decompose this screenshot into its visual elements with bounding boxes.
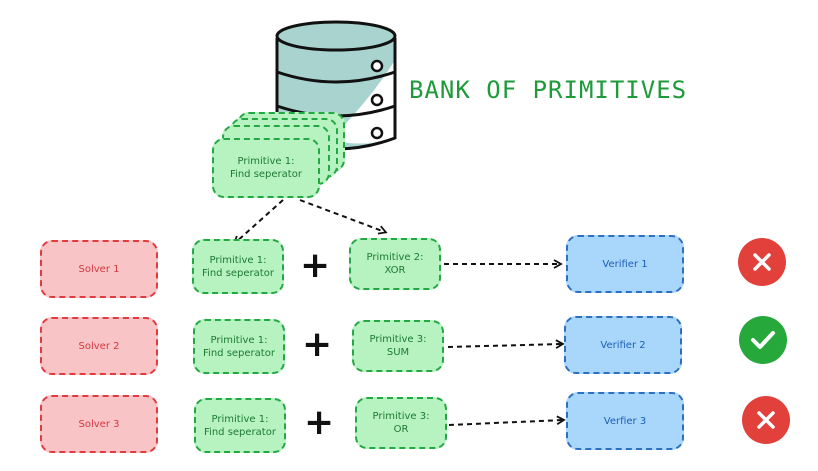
row-1-primitive-a: Primitive 1: Find seperator — [192, 239, 284, 294]
x-icon — [753, 253, 771, 271]
row-3-primitive-a: Primitive 1: Find seperator — [194, 398, 286, 453]
row-2-primitive-a: Primitive 1: Find seperator — [193, 319, 285, 374]
solver-3-box: Solver 3 — [40, 395, 158, 453]
arrow-row3-to-verifier — [448, 415, 566, 426]
row-2-plus: + — [302, 324, 333, 365]
row-2-primitive-b: Primitive 3: SUM — [352, 320, 444, 372]
row-3-status-fail — [742, 396, 790, 444]
bank-title: BANK OF PRIMITIVES — [409, 76, 688, 104]
arrow-row2-to-verifier — [447, 339, 565, 349]
x-icon — [757, 411, 775, 429]
verifier-1-box: Verifier 1 — [566, 235, 684, 293]
solver-2-box: Solver 2 — [40, 317, 158, 375]
row-3-plus: + — [304, 402, 335, 443]
verifier-3-box: Verfier 3 — [566, 392, 684, 450]
row-1-primitive-b: Primitive 2: XOR — [349, 238, 441, 290]
row-3-primitive-b: Primitive 3: OR — [355, 397, 447, 449]
row-1-status-fail — [738, 238, 786, 286]
stack-card-front: Primitive 1: Find seperator — [212, 138, 320, 198]
arrow-stack-to-primitive-a — [232, 199, 284, 245]
verifier-2-box: Verifier 2 — [564, 316, 682, 374]
row-2-status-pass — [739, 316, 787, 364]
row-1-plus: + — [300, 245, 331, 286]
solver-1-box: Solver 1 — [40, 240, 158, 298]
check-icon — [751, 331, 775, 349]
arrow-stack-to-primitive-b — [299, 199, 388, 235]
